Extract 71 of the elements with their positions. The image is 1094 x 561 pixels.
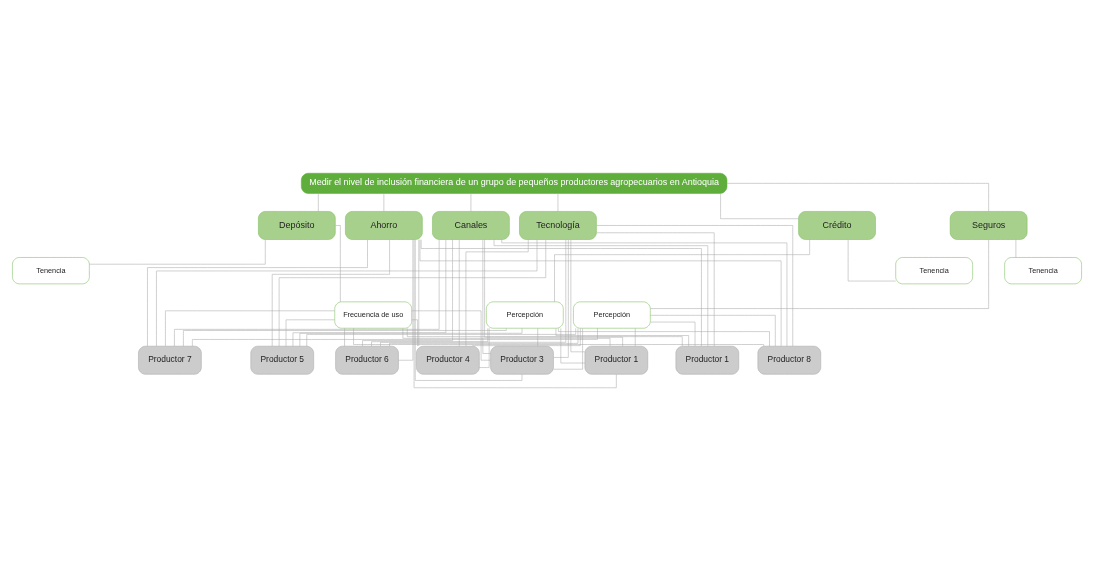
connector [156, 239, 538, 347]
node-box: Crédito [798, 211, 876, 240]
connector [555, 328, 689, 347]
connector [726, 183, 989, 212]
node-box: Productor 8 [757, 345, 822, 375]
node-box: Medir el nivel de inclusión financiera de un grupo de pequeños productores agropecuarios en Antioquia [301, 172, 728, 194]
connector [89, 239, 266, 265]
connector [402, 328, 611, 347]
connector [650, 239, 989, 309]
connector [413, 239, 617, 389]
connector [570, 239, 586, 353]
connector [192, 327, 598, 347]
connector [271, 239, 390, 347]
connector [472, 328, 581, 347]
connector [493, 239, 709, 347]
connector [362, 239, 453, 347]
node-box: Tecnología [519, 211, 597, 240]
node-box: Productor 4 [416, 345, 480, 375]
connector [353, 328, 764, 347]
node-box: Depósito [258, 211, 336, 240]
connector [554, 239, 810, 303]
node-box: Productor 7 [138, 345, 202, 375]
connector [285, 319, 335, 347]
connector [335, 225, 341, 303]
connector [596, 225, 794, 347]
connector [147, 239, 368, 347]
connector [278, 239, 547, 347]
node-box: Canales [432, 211, 510, 240]
connector [418, 239, 420, 347]
connector [292, 239, 447, 347]
connector [420, 239, 702, 347]
connector [465, 239, 529, 347]
connector [414, 239, 523, 381]
node-box: Productor 3 [490, 345, 554, 375]
connector [306, 328, 576, 347]
node-box: Seguros [949, 211, 1028, 240]
connector [847, 239, 896, 282]
connector [458, 239, 460, 347]
node-box: Productor 1 [584, 345, 649, 375]
connector [553, 328, 583, 370]
node-box: Ahorro [345, 211, 423, 240]
connector [501, 239, 788, 347]
connector [318, 193, 319, 212]
connector [650, 315, 776, 347]
connector [537, 328, 538, 347]
node-box: Productor 6 [335, 345, 399, 375]
connector [560, 328, 586, 364]
connector [380, 239, 567, 347]
connector [344, 328, 345, 347]
connector [553, 239, 569, 358]
connector [558, 327, 770, 347]
node-box: Productor 1 [675, 345, 740, 375]
connector [484, 239, 623, 347]
connector [479, 328, 490, 368]
connector [634, 328, 636, 347]
connector [596, 232, 715, 347]
connector [299, 328, 523, 347]
connector [411, 319, 418, 347]
connector [389, 328, 579, 347]
connector [174, 239, 440, 347]
connector [411, 310, 491, 361]
connector [398, 239, 414, 361]
connector [720, 193, 799, 219]
connector [183, 328, 507, 347]
connector [419, 239, 782, 347]
connector [165, 310, 335, 347]
connector [482, 239, 491, 354]
node-box: Productor 5 [250, 345, 314, 375]
connector [650, 321, 696, 347]
connector [371, 328, 489, 347]
connector [407, 328, 683, 347]
